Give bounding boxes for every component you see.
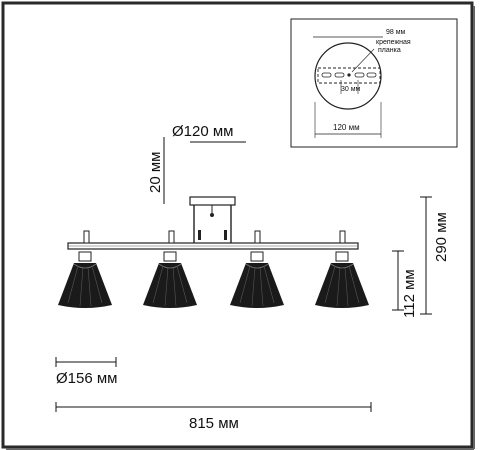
chandelier-drawing	[58, 196, 369, 308]
plate-width-label: 120 мм	[333, 123, 360, 132]
mounting-bar-outline	[317, 67, 381, 84]
hole-spacing-label: 30 мм	[341, 86, 361, 93]
plate-height-label: 20 мм	[147, 152, 164, 193]
total-length-label: 815 мм	[189, 415, 239, 432]
mounting-plate-inset: 98 мм крепежная планка 30 мм 120 мм	[290, 18, 458, 148]
shade-diameter-dimension: Ø156 мм	[55, 357, 118, 387]
mount-slot	[354, 72, 365, 78]
bar-length-label: 98 мм	[386, 29, 406, 36]
mount-label-line1: крепежная	[376, 39, 411, 46]
ceiling-canopy	[189, 196, 236, 206]
mount-slot	[366, 72, 377, 78]
shade-height-label: 112 мм	[401, 269, 418, 318]
shade-diameter-label: Ø156 мм	[56, 370, 118, 387]
lamp-shade	[58, 251, 112, 308]
total-height-label: 290 мм	[433, 212, 450, 262]
height-dimensions: 290 мм 112 мм	[392, 196, 450, 318]
inset-plate-circle	[314, 42, 382, 110]
plate-diameter-label: Ø120 мм	[172, 123, 234, 140]
total-length-dimension: 815 мм	[55, 402, 372, 432]
lamp-shade	[230, 251, 284, 308]
outer-frame	[1, 1, 475, 450]
mount-slot	[334, 72, 345, 78]
plate-dimensions: Ø120 мм 20 мм	[147, 123, 246, 204]
mount-label-line2: планка	[378, 47, 401, 54]
center-hole	[347, 73, 351, 77]
lamp-shade	[143, 251, 197, 308]
mount-slot	[321, 72, 332, 78]
lamp-shade	[315, 251, 369, 308]
